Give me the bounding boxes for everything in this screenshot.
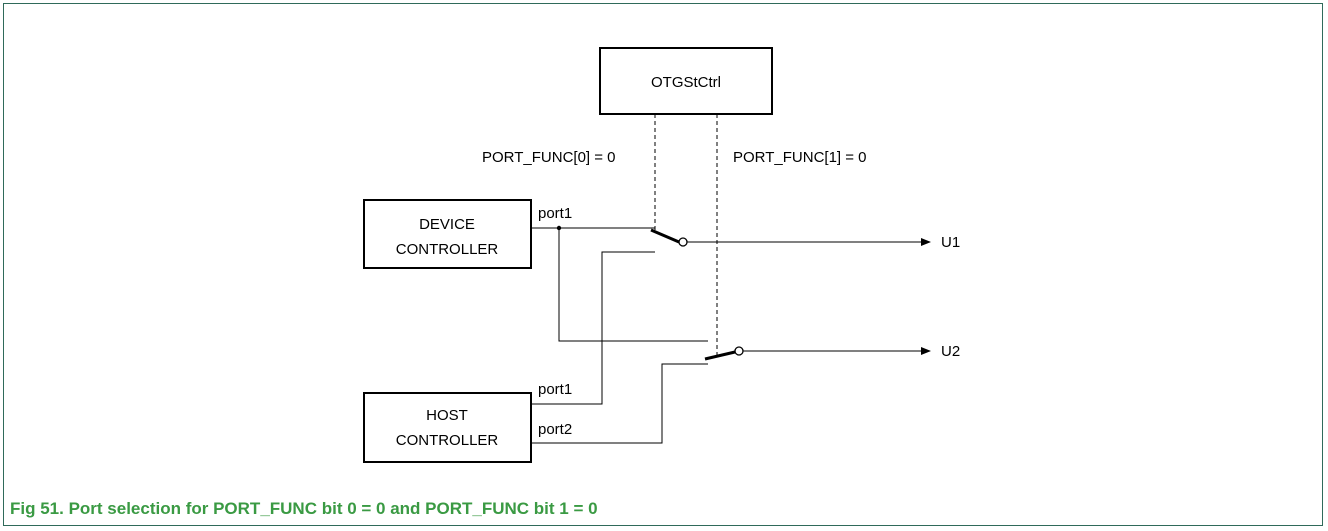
- device-controller-label-line2: CONTROLLER: [396, 241, 499, 258]
- host-controller-block: [363, 392, 532, 463]
- host-port2-label: port2: [538, 421, 572, 438]
- host-controller-label-line1: HOST: [426, 407, 468, 424]
- host-port2-wire: [531, 363, 708, 444]
- device-controller-block: [363, 199, 532, 269]
- host-port1-label: port1: [538, 381, 572, 398]
- port-func-1-label: PORT_FUNC[1] = 0: [733, 149, 867, 166]
- device-port1-label: port1: [538, 205, 572, 222]
- switch-2-pivot: [734, 346, 744, 356]
- figure-caption: Fig 51. Port selection for PORT_FUNC bit…: [10, 499, 598, 518]
- switch-1-blade: [650, 228, 680, 244]
- device-controller-label-line1: DEVICE: [419, 216, 475, 233]
- device-port1-branch-wire: [558, 228, 708, 342]
- switch-1-pivot: [678, 237, 688, 247]
- port-func-0-label: PORT_FUNC[0] = 0: [482, 149, 616, 166]
- output-u1-label: U1: [941, 234, 960, 251]
- host-controller-label-line2: CONTROLLER: [396, 432, 499, 449]
- output-u2-label: U2: [941, 343, 960, 360]
- otg-control-block: [599, 47, 773, 115]
- host-port1-wire: [531, 251, 655, 405]
- otg-block-label: OTGStCtrl: [651, 74, 721, 91]
- switch-2-blade: [704, 350, 736, 361]
